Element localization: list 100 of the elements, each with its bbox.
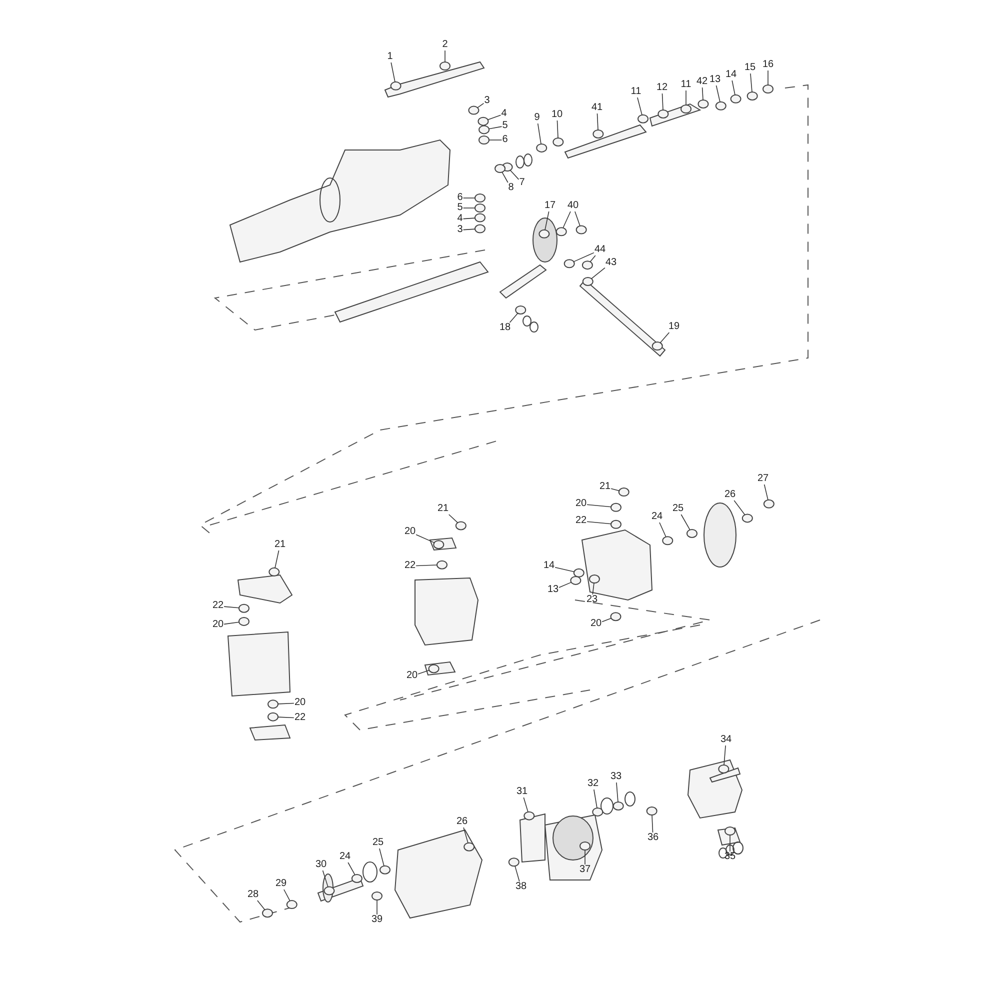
callout-number: 5: [457, 203, 463, 213]
callout-number: 20: [404, 527, 416, 537]
ring-part: [433, 540, 444, 550]
ring-part: [763, 499, 774, 508]
callout-number: 15: [744, 63, 756, 73]
ring-part: [478, 136, 490, 144]
leader-line: [284, 889, 290, 902]
callout-number: 13: [709, 75, 721, 85]
leader-line: [514, 866, 520, 882]
leader-line: [716, 85, 720, 102]
callout-number: 20: [406, 671, 418, 681]
callout-number: 16: [762, 60, 774, 70]
callout-number: 24: [651, 512, 663, 522]
ring-part: [268, 700, 278, 709]
ring-part: [746, 91, 758, 100]
ring-part: [390, 81, 402, 90]
callout-number: 43: [605, 258, 617, 268]
leader-line: [379, 848, 384, 866]
ring-part: [592, 807, 604, 816]
callout-number: 41: [591, 103, 603, 113]
ring-part: [436, 560, 448, 570]
ring-part: [286, 900, 298, 910]
leader-line: [348, 862, 356, 876]
callout-number: 37: [579, 865, 591, 875]
leader-line: [418, 670, 430, 674]
ring-part: [610, 612, 622, 622]
ring-part: [698, 100, 709, 108]
ring-part: [268, 567, 280, 576]
leader-line: [554, 567, 574, 572]
leader-line: [556, 120, 558, 138]
callout-number: 38: [515, 882, 527, 892]
callout-number: 4: [457, 214, 463, 224]
callout-number: 39: [371, 915, 383, 925]
leader-line: [322, 870, 328, 888]
leader-line: [502, 172, 508, 183]
callout-number: 20: [590, 619, 602, 629]
ring-part: [658, 110, 669, 118]
leader-line: [416, 564, 438, 566]
ring-part: [468, 106, 480, 115]
ring-part: [686, 528, 698, 538]
callout-number: 22: [294, 713, 306, 723]
leader-line: [510, 170, 520, 180]
leader-line: [594, 789, 598, 808]
callout-number: 28: [247, 890, 259, 900]
ring-part: [610, 520, 622, 529]
ring-part: [524, 811, 535, 820]
ring-part: [582, 277, 594, 286]
callout-number: 20: [294, 698, 306, 708]
callout-number: 8: [508, 183, 514, 193]
ring-part: [680, 104, 692, 114]
ring-part: [580, 842, 590, 850]
leader-line: [376, 900, 378, 915]
callout-number: 20: [575, 499, 587, 509]
leader-line: [257, 900, 266, 910]
leader-line: [616, 782, 618, 802]
leader-line: [702, 87, 704, 100]
callout-number: 35: [724, 852, 736, 862]
ring-part: [262, 908, 273, 918]
callout-number: 14: [725, 70, 737, 80]
ring-part: [718, 764, 730, 774]
leader-line: [610, 488, 620, 492]
leader-line: [724, 745, 726, 766]
callout-number: 30: [315, 860, 327, 870]
ring-part: [552, 138, 564, 146]
callout-number: 27: [757, 474, 769, 484]
callout-number: 25: [372, 838, 384, 848]
callout-number: 12: [656, 83, 668, 93]
callout-number: 11: [630, 87, 642, 97]
leader-line: [590, 255, 596, 262]
leader-line: [509, 312, 518, 323]
ring-part: [464, 842, 475, 852]
leader-line: [562, 211, 571, 228]
leader-line: [602, 618, 612, 622]
callout-number: 19: [668, 322, 680, 332]
leader-line: [487, 114, 502, 120]
leader-line: [537, 123, 542, 144]
leader-line: [591, 267, 606, 280]
ring-part: [494, 164, 506, 174]
callout-number: 20: [212, 620, 224, 630]
ring-part: [582, 260, 593, 270]
ring-part: [351, 874, 362, 883]
ring-part: [612, 801, 624, 810]
leader-line: [477, 102, 484, 108]
leader-line: [444, 50, 446, 62]
ring-part: [455, 521, 466, 530]
callout-number: 44: [594, 245, 606, 255]
leader-line: [278, 716, 294, 718]
ring-part: [762, 84, 774, 94]
leader-line: [750, 73, 752, 92]
leader-line: [584, 850, 586, 865]
leader-line: [462, 218, 476, 220]
ring-part: [715, 101, 726, 110]
callout-number: 29: [275, 879, 287, 889]
ring-part: [474, 204, 486, 212]
callout-number: 31: [516, 787, 528, 797]
leader-line: [224, 622, 240, 625]
callout-number: 21: [274, 540, 286, 550]
leader-line: [586, 521, 612, 524]
callout-number: 26: [724, 490, 736, 500]
ring-part: [536, 143, 548, 152]
